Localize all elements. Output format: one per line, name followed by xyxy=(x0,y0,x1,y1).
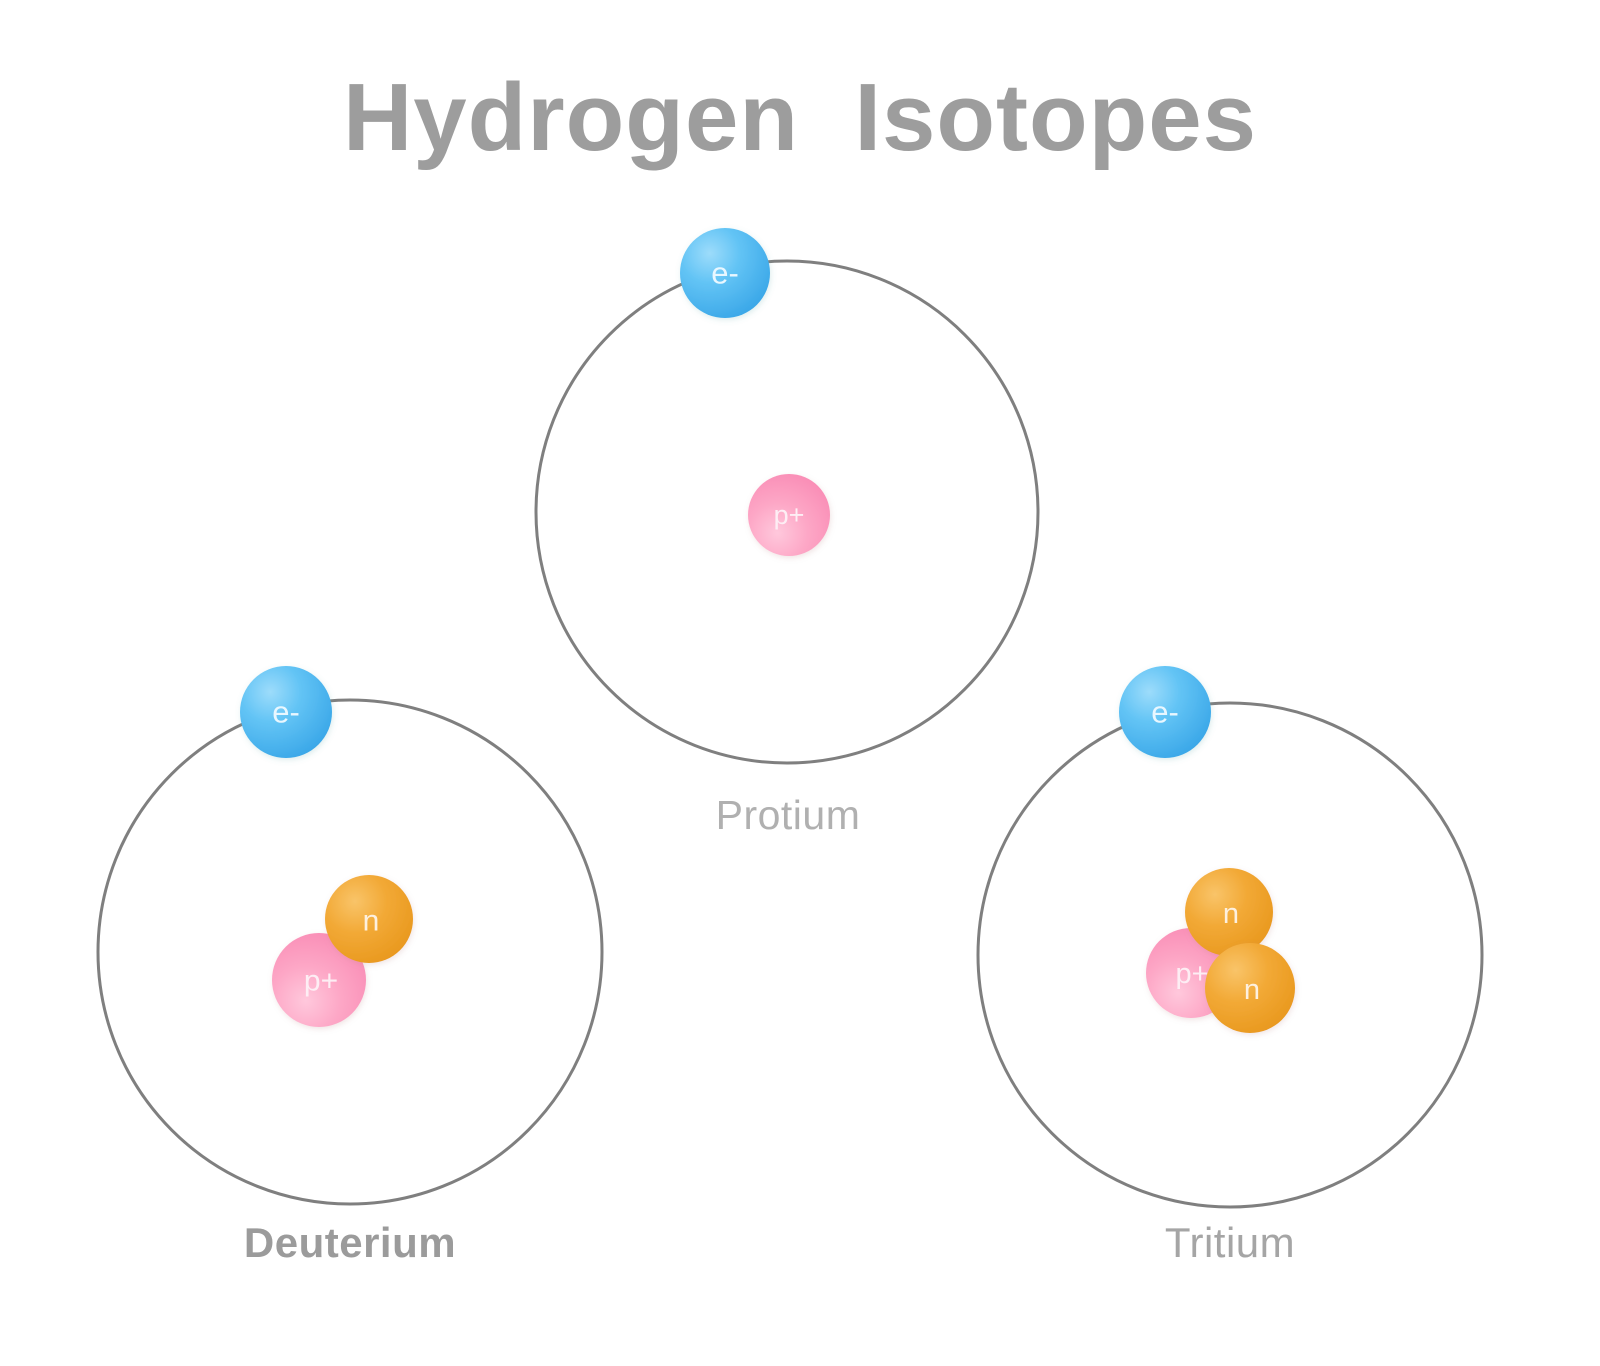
electron-sphere xyxy=(680,228,770,318)
isotope-label-deuterium: Deuterium xyxy=(243,1219,457,1266)
neutron-deuterium-1[interactable]: n xyxy=(325,875,413,963)
electron-label: e- xyxy=(711,256,739,291)
neutron-label: n xyxy=(1244,974,1260,1006)
atom-tritium[interactable]: p+ n n e- xyxy=(976,666,1484,1209)
neutron-tritium-1[interactable]: n xyxy=(1185,868,1273,956)
orbit-ring-tritium xyxy=(976,701,1484,1209)
electron-label: e- xyxy=(272,695,300,730)
neutron-label: n xyxy=(363,905,380,938)
isotope-label-protium: Protium xyxy=(715,792,861,838)
atom-deuterium[interactable]: p+ n e- xyxy=(96,666,604,1206)
neutron-label: n xyxy=(1223,898,1239,930)
neutron-tritium-2[interactable]: n xyxy=(1205,943,1295,1033)
proton-label: p+ xyxy=(774,500,805,530)
proton-sphere xyxy=(272,933,366,1027)
electron-sphere xyxy=(1119,666,1211,758)
proton-label: p+ xyxy=(304,965,338,998)
orbit-ring-deuterium xyxy=(96,698,604,1206)
proton-protium[interactable]: p+ xyxy=(748,474,830,556)
electron-protium[interactable]: e- xyxy=(680,228,770,318)
electron-label: e- xyxy=(1151,695,1179,730)
page-title: Hydrogen Isotopes xyxy=(342,64,1258,171)
electron-sphere xyxy=(240,666,332,758)
neutron-sphere xyxy=(1185,868,1273,956)
electron-deuterium[interactable]: e- xyxy=(240,666,332,758)
proton-deuterium[interactable]: p+ xyxy=(272,933,366,1027)
proton-sphere xyxy=(748,474,830,556)
proton-label: p+ xyxy=(1175,958,1208,990)
atom-protium[interactable]: p+ e- xyxy=(534,228,1040,765)
neutron-sphere xyxy=(325,875,413,963)
neutron-sphere xyxy=(1205,943,1295,1033)
isotope-label-tritium: Tritium xyxy=(1164,1219,1296,1266)
orbit-ring-protium xyxy=(534,259,1040,765)
electron-tritium[interactable]: e- xyxy=(1119,666,1211,758)
